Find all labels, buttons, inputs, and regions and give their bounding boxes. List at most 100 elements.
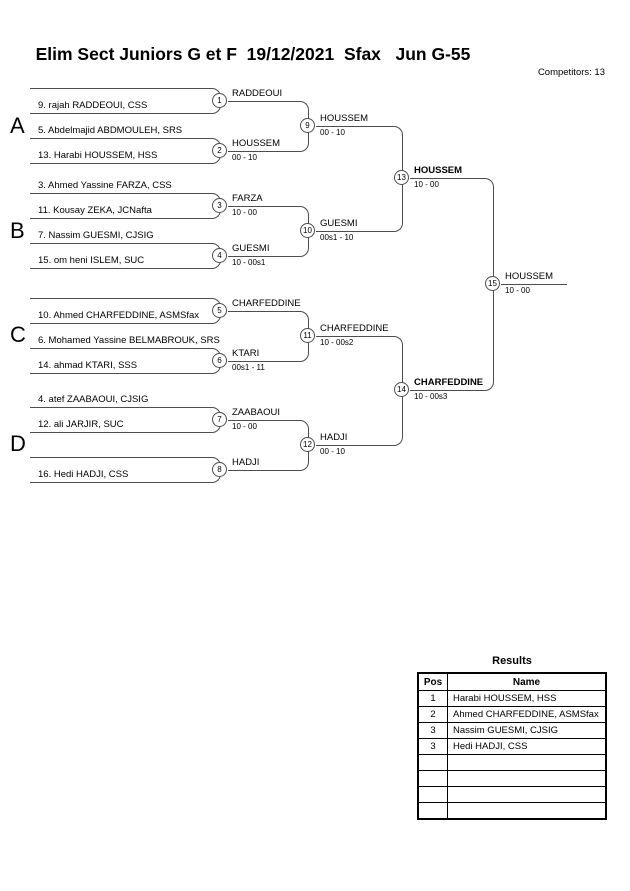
match-winner-label: CHARFEDDINE bbox=[320, 322, 389, 334]
match-winner-label: GUESMI bbox=[232, 242, 270, 254]
match-score: 00s1 - 11 bbox=[232, 362, 265, 372]
bracket-connector-line bbox=[228, 205, 309, 232]
bracket-connector-line bbox=[30, 348, 221, 362]
match-score: 00 - 10 bbox=[320, 446, 345, 456]
results-row bbox=[417, 802, 607, 820]
bracket-connector-line bbox=[30, 407, 221, 421]
match-winner-label: KTARI bbox=[232, 347, 260, 359]
results-header-pos: Pos bbox=[417, 672, 448, 691]
bracket-connector-line bbox=[30, 298, 221, 312]
bracket-connector-line bbox=[30, 469, 221, 483]
bracket-connector-line bbox=[410, 178, 494, 285]
bracket-connector-line bbox=[228, 310, 309, 337]
match-winner-label: HOUSSEM bbox=[414, 165, 463, 176]
bracket-connector-line bbox=[30, 193, 221, 207]
name-cell: Nassim GUESMI, CJSIG bbox=[447, 722, 607, 739]
player-name: 15. om heni ISLEM, SUC bbox=[38, 255, 145, 266]
match-winner-label: CHARFEDDINE bbox=[232, 297, 301, 309]
bracket-connector-line bbox=[316, 390, 403, 446]
results-row bbox=[417, 770, 607, 787]
match-score: 10 - 00 bbox=[232, 207, 257, 217]
section-label: D bbox=[10, 431, 26, 456]
player-name: 4. atef ZAABAOUI, CJSIG bbox=[38, 394, 149, 405]
results-header-name: Name bbox=[447, 672, 607, 691]
bracket-connector-line bbox=[30, 310, 221, 324]
player-name: 10. Ahmed CHARFEDDINE, ASMSfax bbox=[38, 310, 200, 321]
match-number-circle: 2 bbox=[212, 142, 227, 158]
player-name: 13. Harabi HOUSSEM, HSS bbox=[38, 150, 158, 161]
player-name: 9. rajah RADDEOUI, CSS bbox=[38, 100, 148, 111]
bracket-connector-line bbox=[316, 335, 403, 391]
bracket-connector-line bbox=[30, 205, 221, 219]
match-number-circle: 6 bbox=[212, 352, 227, 368]
match-score: 00s1 - 10 bbox=[320, 232, 354, 242]
player-name: 11. Kousay ZEKA, JCNafta bbox=[38, 205, 152, 216]
bracket-connector-line bbox=[410, 284, 494, 391]
match-score: 00 - 10 bbox=[320, 127, 345, 137]
bracket-connector-line bbox=[30, 360, 221, 374]
bracket-connector-line bbox=[228, 230, 309, 257]
bracket-connector-line bbox=[228, 100, 309, 127]
bracket-connector-line bbox=[228, 125, 309, 152]
name-cell bbox=[447, 786, 607, 803]
match-winner-label: CHARFEDDINE bbox=[414, 377, 484, 388]
bracket-connector-line bbox=[228, 335, 309, 362]
pos-cell bbox=[417, 770, 448, 787]
name-cell: Harabi HOUSSEM, HSS bbox=[447, 690, 607, 707]
match-number-circle: 4 bbox=[212, 247, 227, 263]
player-name: 3. Ahmed Yassine FARZA, CSS bbox=[38, 180, 172, 191]
match-winner-label: HOUSSEM bbox=[505, 271, 554, 282]
match-winner-label: FARZA bbox=[232, 192, 263, 204]
match-score: 10 - 00 bbox=[505, 286, 530, 295]
pos-cell bbox=[417, 786, 448, 803]
name-cell bbox=[447, 754, 607, 771]
bracket-connector-line bbox=[30, 419, 221, 433]
match-score: 10 - 00s2 bbox=[320, 337, 354, 347]
pos-cell: 1 bbox=[417, 690, 448, 707]
section-label: B bbox=[10, 218, 25, 243]
bracket-connector-line bbox=[30, 88, 221, 102]
player-name: 5. Abdelmajid ABDMOULEH, SRS bbox=[38, 125, 183, 136]
match-number-circle: 11 bbox=[300, 327, 315, 343]
match-number-circle: 3 bbox=[212, 197, 227, 213]
results-row bbox=[417, 786, 607, 803]
match-number-circle: 5 bbox=[212, 302, 227, 318]
player-name: 16. Hedi HADJI, CSS bbox=[38, 469, 129, 480]
match-number-circle: 10 bbox=[300, 222, 315, 238]
player-name: 12. ali JARJIR, SUC bbox=[38, 419, 124, 430]
bracket-connector-line bbox=[228, 444, 309, 471]
player-name: 6. Mohamed Yassine BELMABROUK, SRS bbox=[38, 335, 220, 346]
pos-cell: 2 bbox=[417, 706, 448, 723]
bracket-connector-line bbox=[316, 178, 403, 232]
match-number-circle: 8 bbox=[212, 461, 227, 477]
match-number-circle: 1 bbox=[212, 92, 227, 108]
bracket-connector-line bbox=[30, 243, 221, 257]
match-winner-label: ZAABAOUI bbox=[232, 406, 281, 418]
results-title: Results bbox=[492, 655, 532, 667]
bracket-connector-line bbox=[30, 138, 221, 152]
match-score: 10 - 00 bbox=[414, 180, 439, 189]
section-label: A bbox=[10, 113, 25, 138]
bracket-connector-line bbox=[30, 457, 221, 471]
name-cell bbox=[447, 802, 607, 820]
match-number-circle: 12 bbox=[300, 436, 315, 452]
match-number-circle: 7 bbox=[212, 411, 227, 427]
match-winner-label: GUESMI bbox=[320, 217, 358, 229]
match-winner-label: RADDEOUI bbox=[232, 87, 283, 99]
name-cell: Ahmed CHARFEDDINE, ASMSfax bbox=[447, 706, 607, 723]
results-row bbox=[417, 754, 607, 771]
match-winner-label: HOUSSEM bbox=[232, 137, 281, 149]
pos-cell bbox=[417, 802, 448, 820]
bracket-connector-line bbox=[30, 100, 221, 114]
match-winner-label: HOUSSEM bbox=[320, 112, 369, 124]
pos-cell bbox=[417, 754, 448, 771]
bracket-connector-line bbox=[316, 125, 403, 179]
